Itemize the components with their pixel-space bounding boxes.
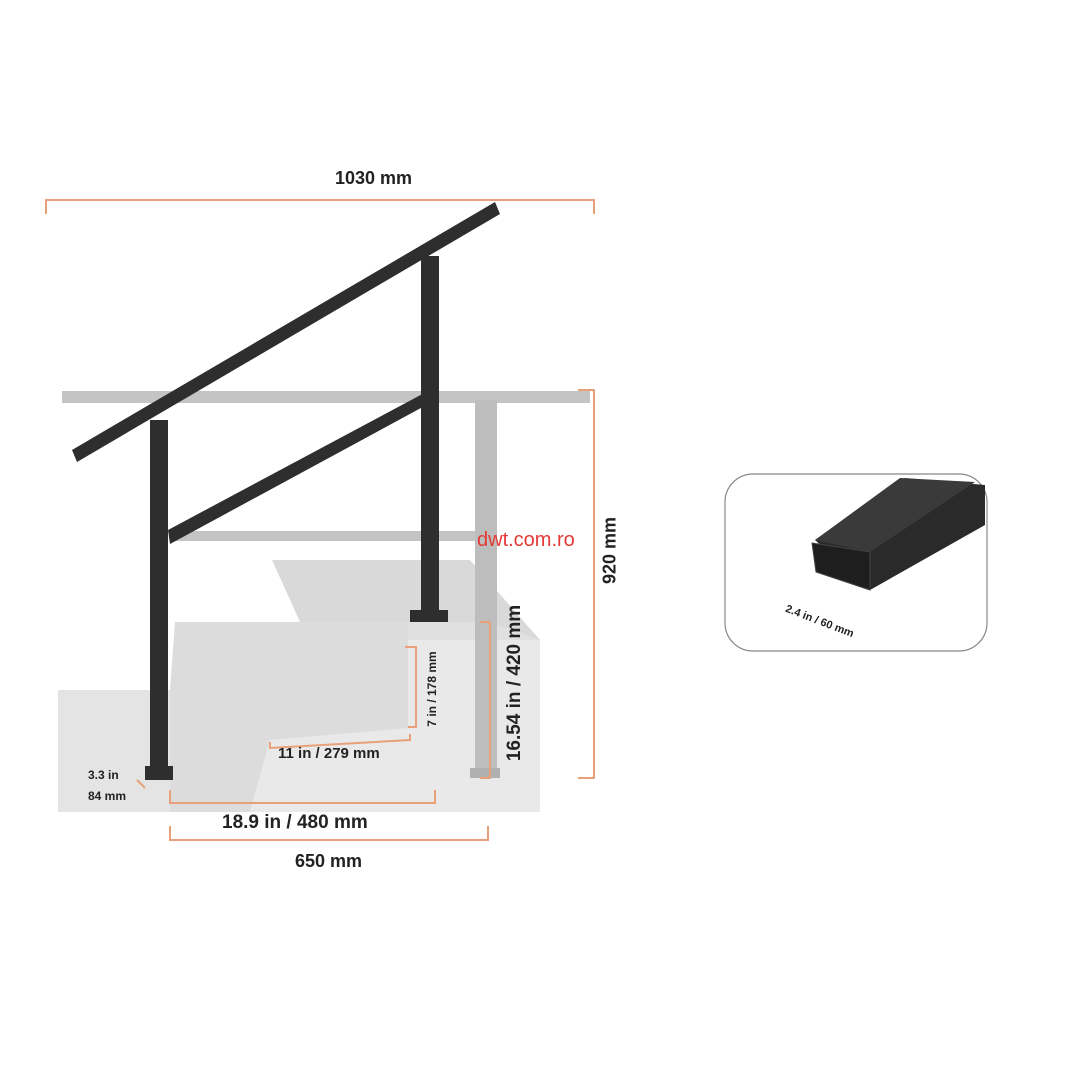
total-width-label: 1030 mm [335,168,413,188]
base-depth-label: 650 mm [295,851,363,871]
step-tread-label: 11 in / 279 mm [278,745,380,762]
post-spacing-label: 18.9 in / 480 mm [222,812,368,833]
total-height-label: 920 mm [599,516,620,585]
base-plate-in-label: 3.3 in [88,768,119,782]
dimension-lines [45,199,872,841]
post-height-label: 16.54 in / 420 mm [504,604,525,762]
step-rise-label: 7 in / 178 mm [425,651,439,727]
base-plate-mm-label: 84 mm [88,789,127,803]
watermark: dwt.com.ro [477,529,575,551]
adjusted-position-rail [62,391,590,778]
rail-profile-inset [724,473,988,652]
concrete-stairs [58,560,540,812]
black-handrail [72,202,500,780]
